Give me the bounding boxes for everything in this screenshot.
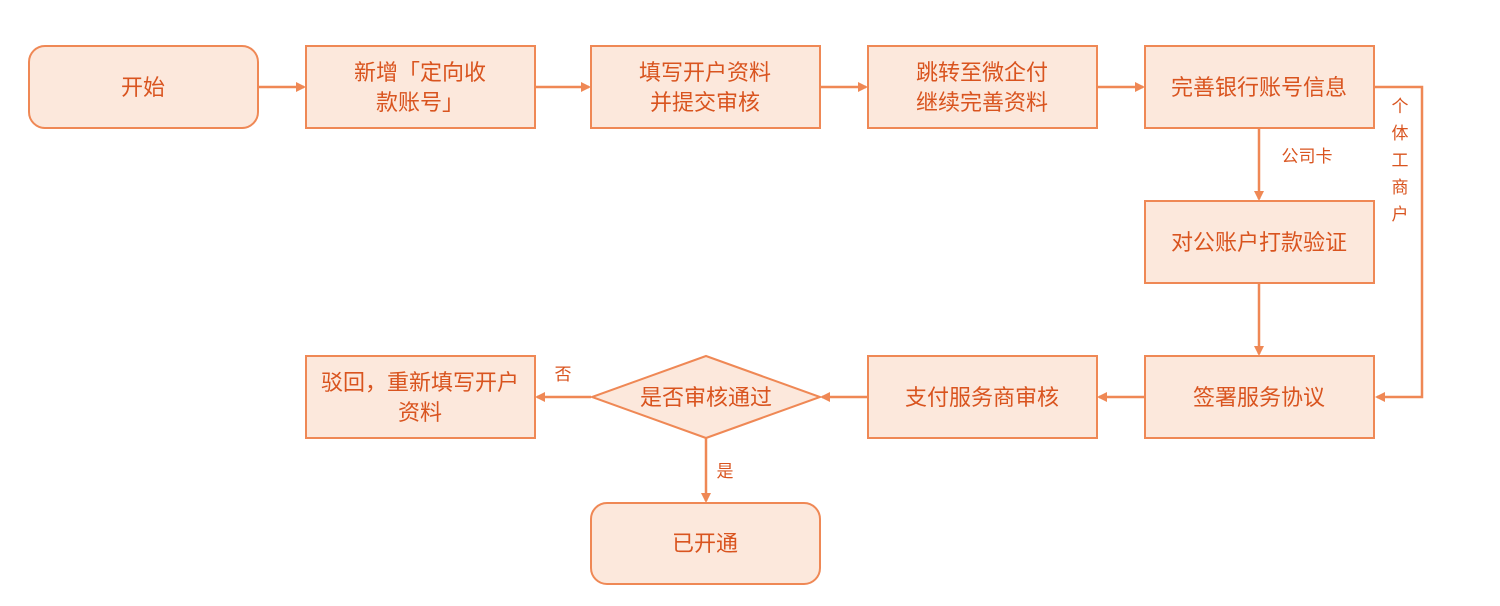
edge-label-individual-4: 商 xyxy=(1392,178,1409,198)
node-fill-info-line2: 并提交审核 xyxy=(650,91,760,116)
node-add-account: 新增「定向收 款账号」 xyxy=(305,45,536,129)
node-reject: 驳回，重新填写开户 资料 xyxy=(305,355,536,439)
edge-label-individual-2: 体 xyxy=(1392,124,1409,144)
edge-label-company-card: 公司卡 xyxy=(1282,147,1333,167)
node-reject-line2: 资料 xyxy=(398,401,442,426)
node-add-account-line2: 款账号」 xyxy=(376,91,464,116)
edge-label-individual-3: 工 xyxy=(1392,151,1409,171)
node-provider-review: 支付服务商审核 xyxy=(867,355,1098,439)
node-provider-review-label: 支付服务商审核 xyxy=(905,386,1059,411)
node-sign-agreement-label: 签署服务协议 xyxy=(1193,386,1325,411)
node-decision: 是否审核通过 xyxy=(589,354,823,440)
node-add-account-line1: 新增「定向收 xyxy=(354,61,486,86)
node-decision-label: 是否审核通过 xyxy=(640,386,772,411)
node-wecom: 跳转至微企付 继续完善资料 xyxy=(867,45,1098,129)
edge-label-yes: 是 xyxy=(717,462,734,482)
node-opened: 已开通 xyxy=(590,502,821,585)
edge-bank-info-to-sign-individual xyxy=(1374,85,1424,402)
edge-labels: 公司卡 个 体 工 商 户 否 是 xyxy=(555,97,1409,482)
node-bank-info: 完善银行账号信息 xyxy=(1144,45,1375,129)
node-opened-label: 已开通 xyxy=(672,532,738,557)
node-corp-verify: 对公账户打款验证 xyxy=(1144,200,1375,284)
node-wecom-line1: 跳转至微企付 xyxy=(916,61,1048,86)
node-wecom-line2: 继续完善资料 xyxy=(916,91,1048,116)
node-start: 开始 xyxy=(28,45,259,129)
node-fill-info-line1: 填写开户资料 xyxy=(639,61,771,86)
node-bank-info-label: 完善银行账号信息 xyxy=(1171,76,1347,101)
node-start-label: 开始 xyxy=(121,76,165,101)
edge-label-individual-5: 户 xyxy=(1392,205,1409,225)
edges xyxy=(258,82,1424,503)
node-sign-agreement: 签署服务协议 xyxy=(1144,355,1375,439)
edge-label-no: 否 xyxy=(555,365,572,385)
node-fill-info: 填写开户资料 并提交审核 xyxy=(590,45,821,129)
node-reject-line1: 驳回，重新填写开户 xyxy=(321,371,519,396)
node-corp-verify-label: 对公账户打款验证 xyxy=(1171,231,1347,256)
edge-label-individual-1: 个 xyxy=(1392,97,1409,117)
